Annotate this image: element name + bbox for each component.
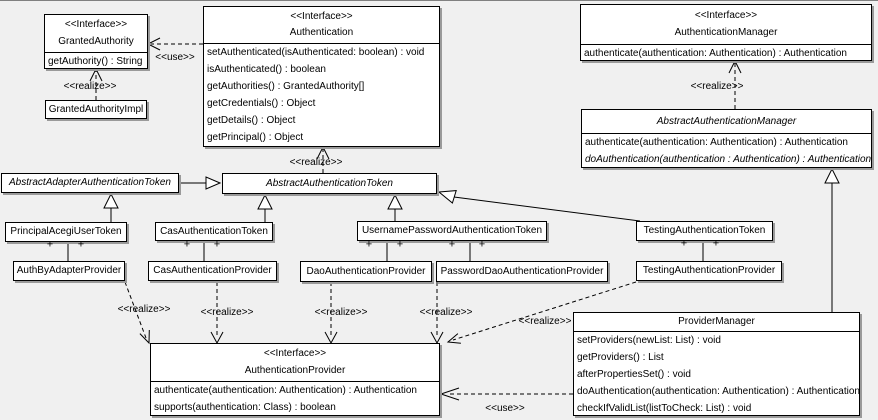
method-signature: supports(authentication: Class) : boolea… — [154, 402, 336, 413]
realize-abstract-manager — [728, 59, 742, 109]
class-title: GrantedAuthorityImpl — [48, 103, 144, 115]
class-title: TestingAuthenticationToken — [643, 225, 766, 236]
use-label: <<use>> — [485, 403, 525, 414]
class-authentication[interactable]: <<Interface>> Authentication setAuthenti… — [203, 6, 440, 147]
class-granted-authority-impl[interactable]: GrantedAuthorityImpl — [45, 100, 147, 119]
class-title: AuthByAdapterProvider — [16, 265, 122, 276]
class-cas-authentication-provider[interactable]: CasAuthenticationProvider — [148, 261, 277, 281]
generalization-adapter-token-to-abstract-token — [179, 176, 222, 190]
class-title: AbstractAuthenticationToken — [266, 177, 393, 189]
realize-grantedauthorityimpl — [89, 67, 103, 100]
realize-label: <<realize>> — [518, 316, 572, 327]
method-signature: getAuthorities() : GrantedAuthority[] — [207, 81, 365, 92]
association-end-marker: + — [183, 238, 191, 251]
class-title: Authentication — [289, 27, 354, 38]
realize-label: <<realize>> — [419, 307, 473, 318]
use-authentication-grantedauthority — [146, 37, 203, 51]
method-signature: getDetails() : Object — [207, 115, 296, 126]
realize-abstract-token — [316, 145, 330, 173]
class-provider-manager[interactable]: ProviderManager setProviders(newList: Li… — [573, 312, 860, 416]
stereotype-label: <<Interface>> — [64, 19, 128, 31]
method-signature: authenticate(authentication: Authenticat… — [584, 48, 847, 59]
class-title: PrincipalAcegiUserToken — [10, 226, 122, 237]
class-principal-acegi-user-token[interactable]: PrincipalAcegiUserToken — [5, 222, 127, 242]
association-end-marker: + — [365, 238, 373, 251]
association-end-marker: + — [448, 238, 456, 251]
method-signature: getAuthority() : String — [48, 56, 143, 67]
class-granted-authority[interactable]: <<Interface>> GrantedAuthority getAuthor… — [44, 14, 148, 69]
association-end-marker: + — [478, 238, 486, 251]
class-password-dao-authentication-provider[interactable]: PasswordDaoAuthenticationProvider — [436, 261, 608, 282]
method-signature: getPrincipal() : Object — [207, 132, 304, 143]
generalization-provider-manager — [824, 167, 840, 312]
class-abstract-authentication-token[interactable]: AbstractAuthenticationToken — [222, 173, 437, 194]
method-signature: getCredentials() : Object — [207, 98, 316, 109]
class-abstract-authentication-manager[interactable]: AbstractAuthenticationManager authentica… — [581, 109, 872, 168]
class-title: TestingAuthenticationProvider — [642, 265, 776, 276]
class-testing-authentication-provider[interactable]: TestingAuthenticationProvider — [636, 261, 782, 281]
realize-label: <<realize>> — [690, 81, 744, 92]
generalization-cas-token — [257, 193, 273, 222]
class-auth-by-adapter-provider[interactable]: AuthByAdapterProvider — [13, 261, 125, 281]
class-title: CasAuthenticationToken — [160, 225, 268, 237]
association-end-marker: + — [213, 238, 221, 251]
realize-label: <<realize>> — [200, 307, 254, 318]
method-signature: authenticate(authentication: Authenticat… — [154, 385, 417, 396]
method-signature: setProviders(newList: List) : void — [577, 335, 721, 346]
class-authentication-manager[interactable]: <<Interface>> AuthenticationManager auth… — [580, 4, 872, 61]
class-dao-authentication-provider[interactable]: DaoAuthenticationProvider — [300, 261, 432, 282]
association-end-marker: + — [680, 237, 688, 250]
realize-label: <<realize>> — [289, 157, 343, 168]
class-username-password-authentication-token[interactable]: UsernamePasswordAuthenticationToken — [357, 221, 547, 241]
method-signature: getProviders() : List — [577, 352, 664, 363]
class-title: UsernamePasswordAuthenticationToken — [361, 225, 543, 236]
association-end-marker: + — [46, 238, 54, 251]
association-end-marker: + — [396, 238, 404, 251]
class-title: AbstractAdapterAuthenticationToken — [9, 177, 171, 188]
class-title: CasAuthenticationProvider — [153, 265, 272, 276]
method-signature: authenticate(authentication: Authenticat… — [585, 137, 848, 148]
realize-label: <<realize>> — [63, 81, 117, 92]
method-signature: isAuthenticated() : boolean — [207, 64, 326, 75]
class-testing-authentication-token[interactable]: TestingAuthenticationToken — [636, 221, 773, 241]
association-end-marker: + — [712, 237, 720, 250]
generalization-username-token — [387, 193, 403, 221]
method-signature: checkIfValidList(listToCheck: List) : vo… — [577, 403, 752, 414]
method-signature: doAuthentication(authentication: Authent… — [577, 386, 860, 397]
method-signature: doAuthentication(authentication : Authen… — [585, 154, 872, 165]
class-title: ProviderManager — [678, 316, 755, 327]
stereotype-label: <<Interface>> — [290, 11, 353, 22]
class-title: AbstractAuthenticationManager — [656, 115, 797, 127]
use-providermanager-authenticationprovider — [439, 387, 573, 401]
class-title: PasswordDaoAuthenticationProvider — [440, 265, 604, 277]
class-cas-authentication-token[interactable]: CasAuthenticationToken — [155, 222, 273, 241]
class-title: GrantedAuthority — [58, 35, 134, 47]
class-title: DaoAuthenticationProvider — [306, 265, 426, 277]
method-signature: afterPropertiesSet() : void — [577, 369, 691, 380]
method-signature: setAuthenticated(isAuthenticated: boolea… — [207, 47, 425, 58]
association-end-marker: + — [77, 238, 85, 251]
class-abstract-adapter-authentication-token[interactable]: AbstractAdapterAuthenticationToken — [1, 173, 179, 193]
generalization-testing-token — [437, 190, 641, 222]
stereotype-label: <<Interface>> — [263, 348, 327, 360]
realize-authbyadapter-provider — [124, 281, 150, 345]
class-title: AuthenticationManager — [674, 27, 778, 38]
realize-label: <<realize>> — [117, 304, 171, 315]
class-title: AuthenticationProvider — [244, 364, 346, 376]
use-label: <<use>> — [155, 52, 195, 63]
realize-testing-provider — [446, 281, 637, 344]
class-authentication-provider[interactable]: <<Interface>> AuthenticationProvider aut… — [150, 343, 440, 416]
stereotype-label: <<Interface>> — [694, 10, 758, 21]
generalization-principal-token — [103, 192, 119, 222]
realize-label: <<realize>> — [314, 307, 368, 318]
